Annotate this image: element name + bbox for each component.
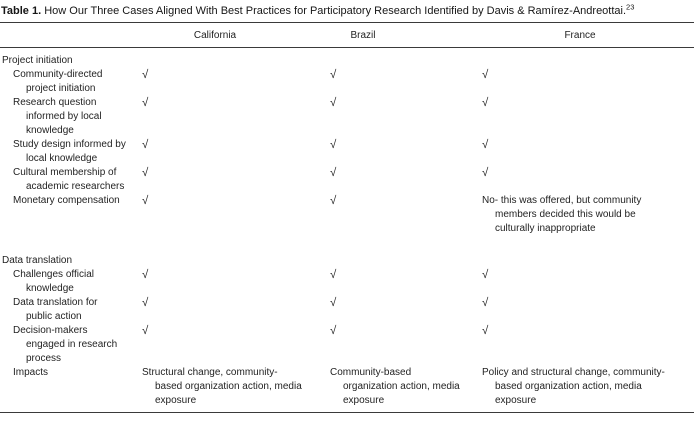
cell-california: Structural change, community- based orga…	[142, 367, 302, 406]
cell-brazil: √	[330, 325, 337, 337]
cell-brazil: √	[330, 139, 337, 151]
cell-france: √	[482, 139, 489, 151]
table-title: How Our Three Cases Aligned With Best Pr…	[44, 5, 627, 17]
caption-rule	[0, 22, 694, 23]
table-row: Decision-makers engaged in research proc…	[0, 324, 694, 366]
cell-france: √	[482, 167, 489, 179]
table-row: Monetary compensation √ √ No- this was o…	[0, 194, 694, 236]
table-row: Community-directed project initiation √ …	[0, 68, 694, 96]
cell-france: √	[482, 325, 489, 337]
cell-brazil: √	[330, 97, 337, 109]
cell-france: √	[482, 97, 489, 109]
table-row: Data translation for public action √ √ √	[0, 296, 694, 324]
row-label: Study design informed by local knowledge	[13, 139, 126, 164]
cell-brazil: Community-based organization action, med…	[330, 367, 460, 406]
cell-france: √	[482, 269, 489, 281]
cell-california: √	[142, 325, 149, 337]
column-header-california: California	[193, 30, 237, 41]
row-label: Data translation for public action	[13, 297, 98, 322]
cell-france: √	[482, 297, 489, 309]
row-label: Research question informed by local know…	[13, 97, 102, 136]
cell-california: √	[142, 97, 149, 109]
row-label: Impacts	[13, 367, 49, 378]
cell-france: No- this was offered, but community memb…	[482, 195, 642, 234]
table-body: Project initiation Community-directed pr…	[0, 48, 694, 408]
cell-france: Policy and structural change, community-…	[482, 367, 665, 406]
row-label: Challenges official knowledge	[13, 269, 94, 294]
cell-california: √	[142, 167, 149, 179]
bottom-rule	[0, 412, 694, 413]
cell-brazil: √	[330, 195, 337, 207]
cell-california: √	[142, 269, 149, 281]
section-header: Project initiation	[2, 55, 73, 66]
citation-superscript: 23	[626, 2, 635, 12]
cell-california: √	[142, 69, 149, 81]
cell-california: √	[142, 139, 149, 151]
cell-france: √	[482, 69, 489, 81]
table-caption: Table 1. How Our Three Cases Aligned Wit…	[0, 0, 694, 22]
table-row: Cultural membership of academic research…	[0, 166, 694, 194]
column-header-brazil: Brazil	[350, 30, 376, 41]
cell-california: √	[142, 297, 149, 309]
table-number: Table 1.	[1, 5, 42, 17]
column-header-france: France	[564, 30, 596, 41]
section-data-translation: Data translation Challenges official kno…	[0, 254, 694, 408]
header-rule	[0, 47, 694, 48]
cell-brazil: √	[330, 269, 337, 281]
cell-brazil: √	[330, 69, 337, 81]
table-row: Research question informed by local know…	[0, 96, 694, 138]
cell-california: √	[142, 195, 149, 207]
row-label: Monetary compensation	[13, 195, 120, 206]
section-header: Data translation	[2, 255, 73, 266]
row-label: Decision-makers engaged in research proc…	[13, 325, 118, 364]
table-row: Study design informed by local knowledge…	[0, 138, 694, 166]
section-project-initiation: Project initiation Community-directed pr…	[0, 54, 694, 236]
table-row: Impacts Structural change, community- ba…	[0, 366, 694, 408]
cell-brazil: √	[330, 167, 337, 179]
cell-brazil: √	[330, 297, 337, 309]
row-label: Cultural membership of academic research…	[13, 167, 125, 192]
table-header-row: California Brazil France	[0, 23, 694, 47]
row-label: Community-directed project initiation	[13, 69, 103, 94]
table-row: Challenges official knowledge √ √ √	[0, 268, 694, 296]
